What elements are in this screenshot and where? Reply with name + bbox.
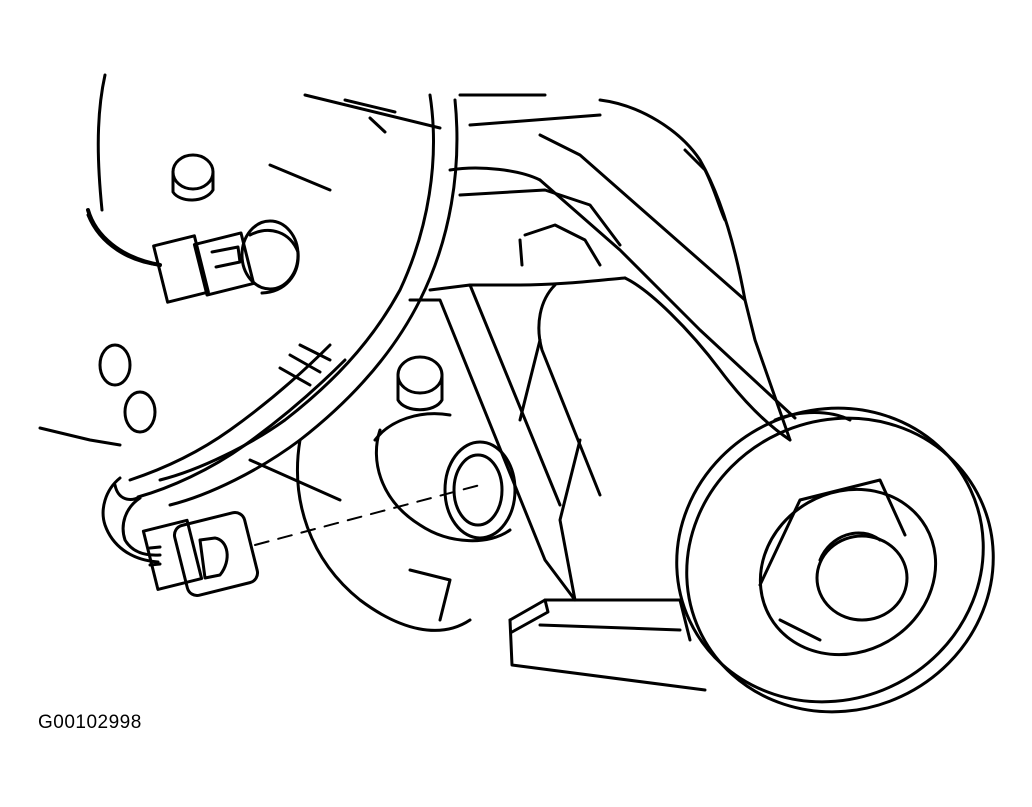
mounting-pad xyxy=(508,598,707,692)
housing-bosses xyxy=(98,153,444,434)
output-flange xyxy=(675,298,995,714)
installation-line xyxy=(254,484,481,546)
lower-speed-sensor xyxy=(141,510,260,598)
sensor-bore xyxy=(373,412,517,543)
extension-housing xyxy=(408,133,797,602)
figure-code: G00102998 xyxy=(38,712,142,733)
wire-harness xyxy=(101,343,347,564)
transmission-housing xyxy=(38,73,747,632)
upper-speed-sensor xyxy=(86,208,300,304)
